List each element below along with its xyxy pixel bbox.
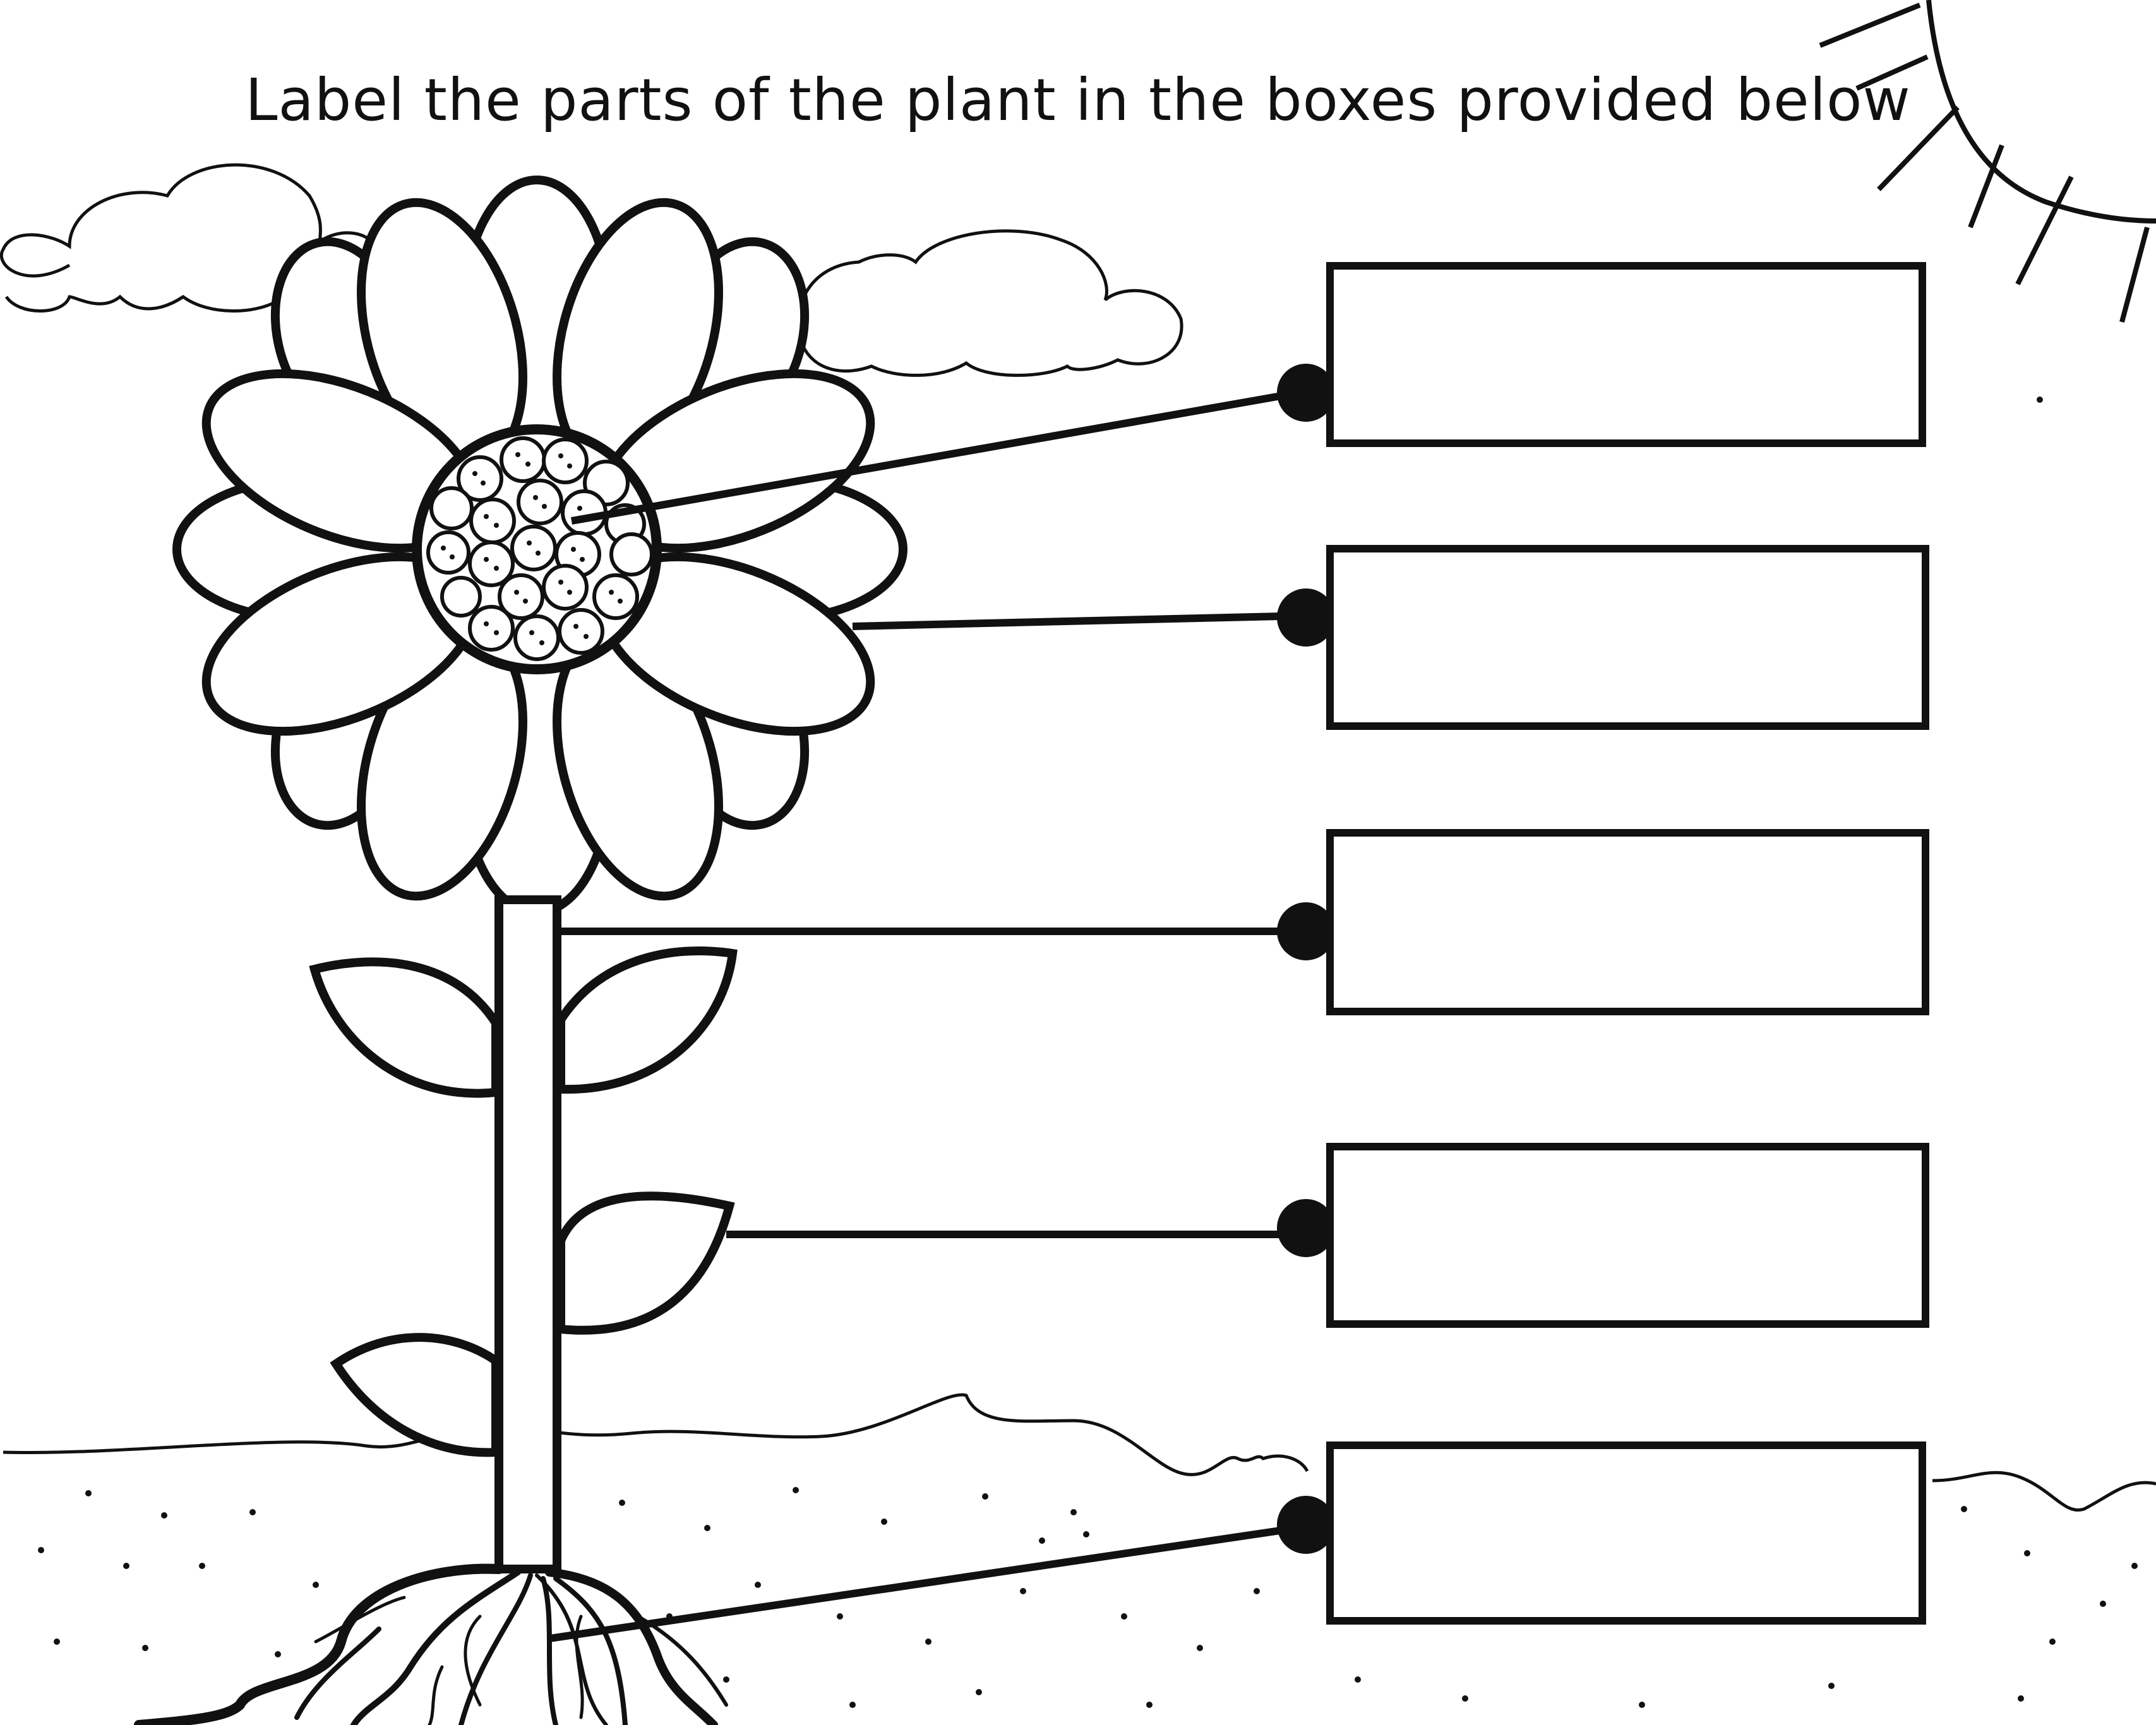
pointer-dot-5 (1281, 1500, 1331, 1550)
worksheet-title: Label the parts of the plant in the boxe… (0, 66, 2156, 134)
stem (499, 900, 557, 1569)
pointer-dot-1 (1281, 367, 1331, 418)
pointer-dot-2 (1281, 592, 1331, 643)
answer-box-4[interactable] (1326, 1143, 1929, 1328)
cloud-right (798, 231, 1182, 376)
pointer-line-2 (853, 616, 1306, 626)
pointer-line-5 (549, 1527, 1306, 1638)
flower-center (417, 429, 657, 669)
answer-box-2[interactable] (1326, 545, 1929, 730)
answer-box-3[interactable] (1326, 829, 1929, 1015)
answer-box-1[interactable] (1326, 262, 1926, 447)
roots (139, 1569, 726, 1725)
pointer-dot-3 (1281, 906, 1331, 957)
answer-box-5[interactable] (1326, 1441, 1926, 1625)
pointer-dot-4 (1281, 1203, 1331, 1253)
